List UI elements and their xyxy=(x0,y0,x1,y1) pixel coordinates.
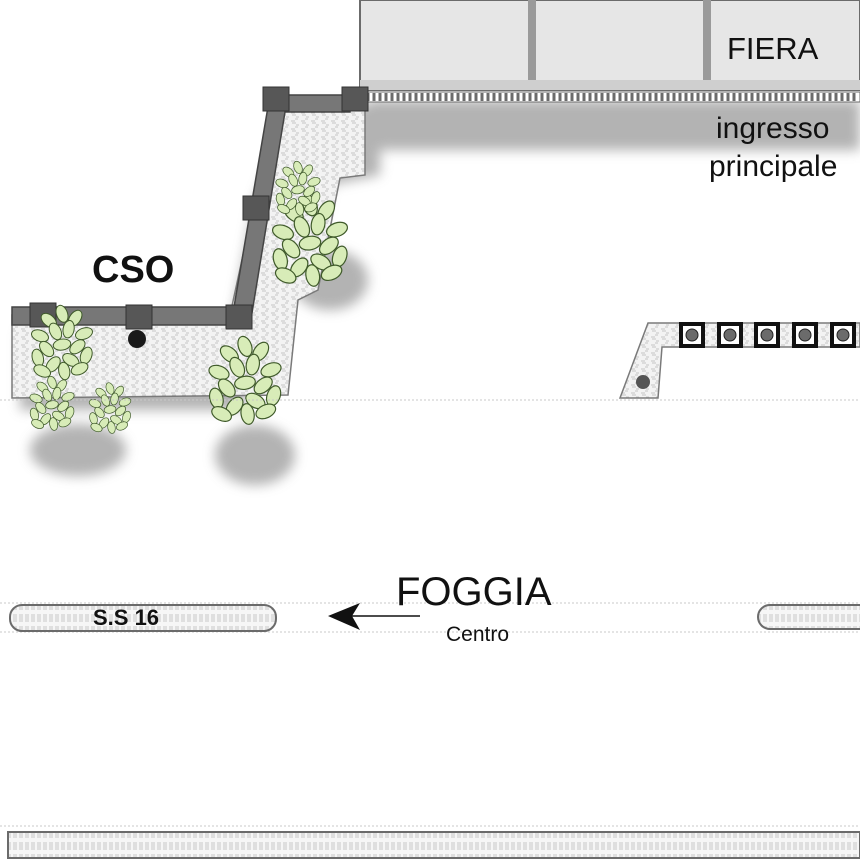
road-lines xyxy=(0,399,860,827)
bollard-post xyxy=(685,328,699,342)
bollard-post xyxy=(798,328,812,342)
bollard-post xyxy=(723,328,737,342)
ss16-label: S.S 16 xyxy=(93,605,160,630)
bollard-post xyxy=(836,328,850,342)
traffic-island xyxy=(618,322,860,399)
bollard-post xyxy=(760,328,774,342)
road-median xyxy=(7,604,860,859)
centro-label: Centro xyxy=(446,623,510,646)
cso-wall xyxy=(11,86,369,348)
fiera-label: FIERA xyxy=(727,31,819,66)
cso-label: CSO xyxy=(92,249,175,291)
foggia-label: FOGGIA xyxy=(396,570,552,614)
ingresso-label: ingresso xyxy=(716,112,830,145)
principale-label: principale xyxy=(709,150,838,183)
bollard-row xyxy=(679,322,856,348)
arrow-left-icon xyxy=(328,603,420,630)
